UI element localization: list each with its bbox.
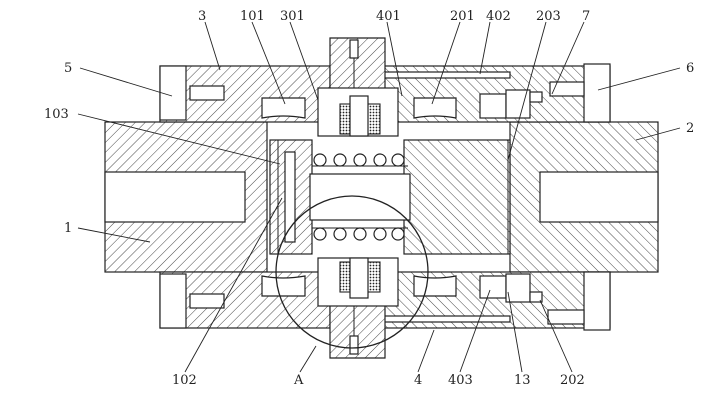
central-hub bbox=[317, 87, 399, 307]
left-shaft bbox=[104, 121, 268, 273]
label-a: A bbox=[293, 373, 304, 388]
leader-lines bbox=[77, 21, 681, 373]
label-103: 103 bbox=[44, 107, 69, 122]
label-401: 401 bbox=[376, 9, 401, 24]
label-102: 102 bbox=[172, 373, 197, 388]
spring-row-upper bbox=[312, 153, 408, 167]
label-101: 101 bbox=[240, 9, 265, 24]
label-301: 301 bbox=[280, 9, 305, 24]
label-201: 201 bbox=[450, 9, 475, 24]
label-1: 1 bbox=[64, 221, 72, 236]
label-203: 203 bbox=[536, 9, 561, 24]
label-2: 2 bbox=[686, 121, 694, 136]
inner-core bbox=[269, 139, 511, 255]
left-housing bbox=[159, 65, 331, 329]
pockets bbox=[261, 97, 457, 297]
label-202: 202 bbox=[560, 373, 585, 388]
label-4: 4 bbox=[414, 373, 422, 388]
label-403: 403 bbox=[448, 373, 473, 388]
right-shaft bbox=[509, 121, 659, 273]
detail-circle-a bbox=[275, 195, 429, 349]
spring-row-lower bbox=[312, 227, 408, 241]
label-6: 6 bbox=[686, 61, 694, 76]
label-3: 3 bbox=[198, 9, 206, 24]
label-5: 5 bbox=[64, 61, 72, 76]
clamp-blocks bbox=[479, 89, 543, 303]
label-402: 402 bbox=[486, 9, 511, 24]
label-7: 7 bbox=[582, 9, 590, 24]
label-13: 13 bbox=[514, 373, 531, 388]
